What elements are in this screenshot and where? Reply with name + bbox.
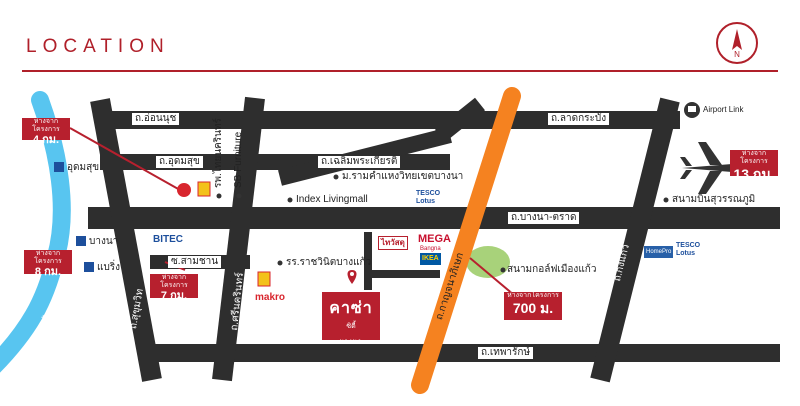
road-sukhumvit (90, 98, 162, 382)
project-location-box[interactable]: คาซ่า ซิตี้ บางนา (322, 292, 380, 345)
road-label-bangna-trat: ถ.บางนา-ตราด (508, 212, 580, 224)
distance-value: 700 ม. (512, 300, 554, 317)
makro-logo: makro (255, 292, 286, 303)
golf-course-label: สนามกอล์ฟเมืองแก้ว (507, 264, 597, 275)
leader-line-4km (69, 127, 181, 191)
compass-arrow-icon (732, 29, 742, 50)
bangna-station-label: บางนา (89, 236, 119, 247)
road-label-udom-suk: ถ.อุดมสุข (156, 156, 203, 168)
airport-dot (663, 197, 669, 203)
road-srinakarin (212, 96, 265, 382)
distance-caption: ห่างจากโครงการ (32, 118, 60, 134)
title-divider (22, 70, 778, 72)
tesco-lotus-logo: TESCO Lotus (416, 190, 441, 205)
distance-value: 8 กม. (34, 266, 62, 279)
distance-value: 7 กม. (160, 290, 188, 303)
road-label-thepharak: ถ.เทพารักษ์ (478, 347, 534, 359)
hospital-label: รพ.ไทยนครินทร์ (213, 118, 224, 188)
distance-value: 4 กม. (32, 134, 60, 147)
sb-furniture-dot (236, 193, 242, 199)
road-kanchanaphisek (411, 87, 521, 394)
compass-icon: N (716, 22, 758, 64)
index-livingmall-dot (287, 197, 293, 203)
distance-callout-7km: ห่างจากโครงการ 7 กม. (150, 274, 198, 302)
road-label-soi-sanam: ซ.สามชาน (168, 256, 222, 268)
airport-link-label: Airport Link (703, 105, 744, 114)
sb-furniture-label: SB Furniture (233, 131, 244, 188)
school-label: รร.ราชวินิตบางแก้ว (286, 257, 372, 268)
project-pin-icon (347, 270, 357, 284)
logo-yellow-square-2-icon (257, 271, 271, 287)
mega-logo: MEGA (418, 233, 451, 245)
ikea-logo: IKEA (420, 253, 441, 265)
bts-udom-suk-icon (54, 162, 64, 172)
road-lat-krabang-link (435, 97, 485, 143)
distance-value: 13 กม. (733, 166, 775, 183)
airplane-icon (680, 142, 740, 194)
homepro-logo: HomePro (644, 246, 674, 258)
compass-north-label: N (734, 50, 740, 59)
distance-caption: ห่างจากโครงการ (507, 292, 559, 299)
index-livingmall-label: Index Livingmall (296, 194, 368, 205)
logo-yellow-square-icon (197, 181, 211, 197)
bitec-logo: BITEC (153, 234, 183, 245)
project-subtitle: ซิตี้ (346, 323, 356, 330)
ramkhamhaeng-dot (333, 174, 339, 180)
road-label-lat-krabang: ถ.ลาดกระบัง (548, 113, 610, 125)
airport-label: สนามบินสุวรรณภูมิ (672, 194, 756, 205)
distance-callout-700m: ห่างจากโครงการ 700 ม. (504, 292, 562, 320)
distance-callout-13km: ห่างจากโครงการ 13 กม. (730, 150, 778, 182)
mega-sub-label: Bangna (420, 246, 441, 252)
hardware-store-logo: ไทวัสดุ (378, 236, 408, 250)
road-label-chaloem-phra-kiat: ถ.เฉลิมพระเกียรติ (318, 156, 401, 168)
road-king-kaew (590, 97, 680, 383)
ramkhamhaeng-label: ม.รามคำแหงวิทยเขตบางนา (342, 171, 464, 182)
tesco-lotus-logo-2: TESCO Lotus (676, 242, 701, 257)
project-area: บางนา (339, 339, 363, 345)
distance-caption: ห่างจากโครงการ (34, 250, 62, 266)
distance-caption: ห่างจากโครงการ (160, 274, 188, 290)
logo-red-flower-icon (177, 183, 191, 197)
golf-park (466, 246, 510, 278)
school-dot (277, 260, 283, 266)
page-title: LOCATION (26, 36, 170, 57)
bts-bangna-icon (76, 236, 86, 246)
bts-bearing-icon (84, 262, 94, 272)
distance-callout-8km: ห่างจากโครงการ 8 กม. (24, 250, 72, 278)
golf-dot (500, 267, 506, 273)
bearing-station-label: แบริ่ง (97, 262, 121, 273)
distance-caption: ห่างจากโครงการ (740, 150, 768, 166)
distance-callout-4km: ห่างจากโครงการ 4 กม. (22, 118, 70, 146)
udom-suk-station-label: อุดมสุข (67, 162, 100, 173)
road-label-on-nut: ถ.อ่อนนุช (132, 113, 180, 125)
hospital-dot (216, 193, 222, 199)
project-name: คาซ่า (329, 300, 373, 317)
